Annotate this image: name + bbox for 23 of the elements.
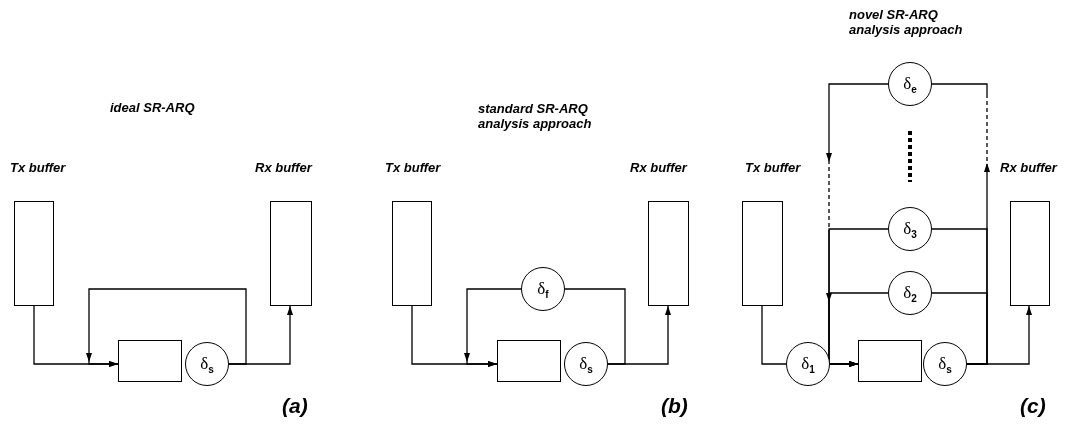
panel-title: ideal SR-ARQ	[110, 100, 195, 115]
buffer-label: Rx buffer	[630, 160, 687, 175]
delay-circle: δ$_{e}$	[888, 62, 932, 106]
buffer-label: Rx buffer	[1000, 160, 1057, 175]
panel-title: novel SR-ARQ analysis approach	[849, 7, 964, 37]
panel-label: (b)	[661, 394, 688, 418]
queue-box	[858, 340, 922, 382]
delay-circle: δ$_{1}$	[786, 342, 830, 386]
delay-circle: δ$_{3}$	[888, 207, 932, 251]
delay-circle: δ$_{f}$	[521, 267, 565, 311]
buffer-label: Rx buffer	[255, 160, 312, 175]
buffer-label: Tx buffer	[10, 160, 66, 175]
panel-label: (a)	[282, 394, 308, 418]
delay-circle: δ$_{s}$	[185, 342, 229, 386]
queue-box	[497, 340, 561, 382]
buffer-label: Tx buffer	[745, 160, 801, 175]
panel-label: (c)	[1020, 394, 1046, 418]
panel-title: standard SR-ARQ analysis approach	[478, 101, 593, 131]
buffer-label: Tx buffer	[385, 160, 441, 175]
delay-circle: δ$_{s}$	[923, 342, 967, 386]
queue-box	[118, 340, 182, 382]
delay-circle: δ$_{2}$	[888, 271, 932, 315]
delay-circle: δ$_{s}$	[564, 342, 608, 386]
